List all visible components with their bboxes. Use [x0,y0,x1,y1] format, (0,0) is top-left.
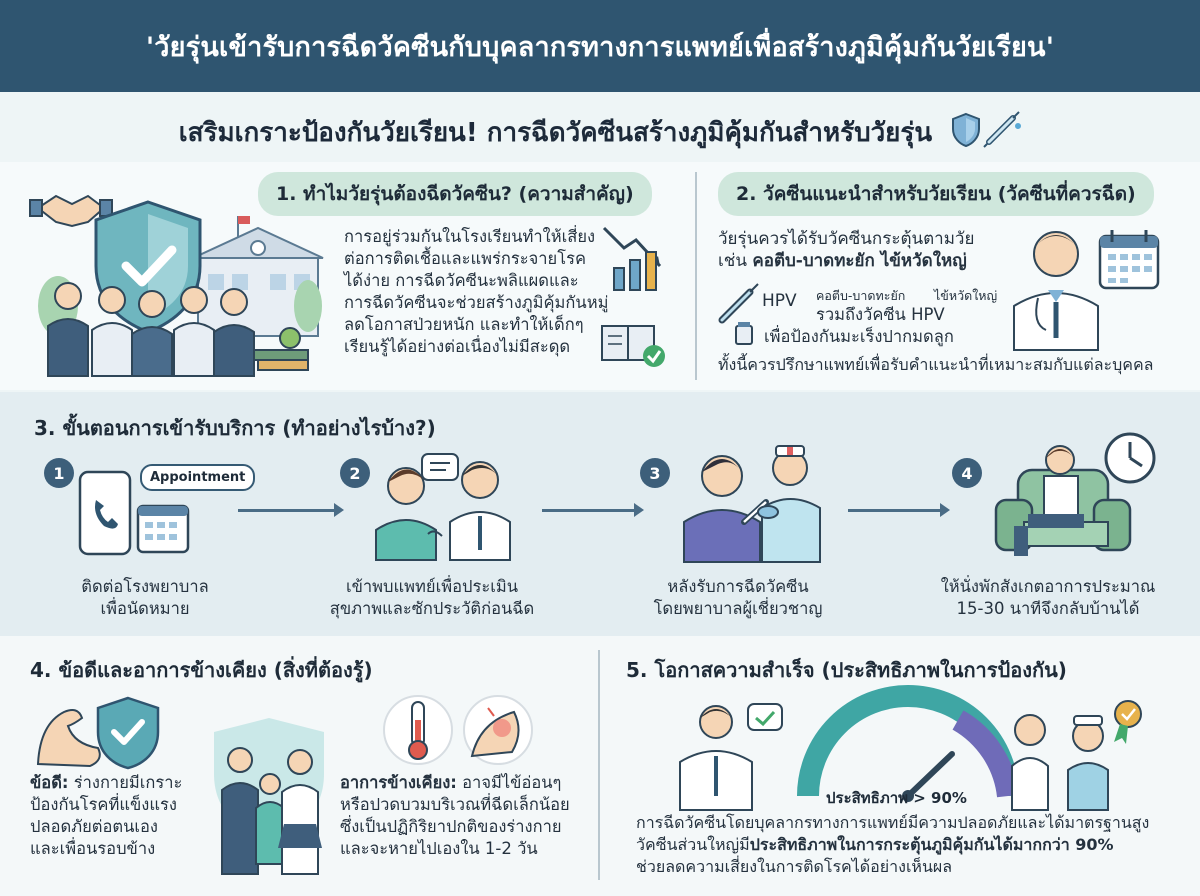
phone-icon [78,470,132,556]
divider [598,650,600,880]
handshake-icon [29,194,113,228]
side-effects-text: อาการข้างเคียง: อาจมีไข้อ่อนๆ หรือปวดบวม… [340,773,570,858]
section1-body: การอยู่ร่วมกันในโรงเรียนทำให้เสี่ยง ต่อก… [344,227,609,356]
clock-icon [1104,432,1156,484]
step-arrow [542,503,644,517]
step-arrow [238,503,344,517]
students-group [38,276,322,377]
muscle-icon [36,696,160,770]
armchair-icon [994,432,1156,556]
step3-badge: 3 [640,458,670,488]
hpv-line: รวมถึงวัคซีน HPV [816,305,945,324]
step2-badge: 2 [340,458,370,488]
doctor-icon [679,705,753,811]
pros-text: ข้อดี: ร่างกายมีเกราะ ป้องกันโรคที่แข็งแ… [30,773,183,858]
step1-badge: 1 [44,458,74,488]
students-school-illustration [29,194,324,377]
checkmark-icon [747,703,783,731]
book-check-icon [601,325,665,367]
gauge-icon [679,685,1142,811]
nurse-icon [683,445,821,563]
diphtheria-label: คอตีบ-บาดทะยัก [816,288,906,303]
section3-title: 3. ขั้นตอนการเข้ารับบริการ (ทำอย่างไรบ้า… [34,416,436,440]
shield-icon [952,111,1022,148]
section5-title: 5. โอกาสความสำเร็จ (ประสิทธิภาพในการป้อง… [626,658,1067,682]
section5-body: การฉีดวัคซีนโดยบุคลากรทางการแพทย์มีความป… [636,813,1150,876]
medal-icon [1114,700,1142,744]
step2-text: เข้าพบแพทย์เพื่อประเมิน สุขภาพและซักประว… [329,577,535,618]
step-arrow [848,503,950,517]
divider [695,172,697,380]
syringe-icon [983,111,1022,148]
advice-line: ทั้งนี้ควรปรึกษาแพทย์เพื่อรับคำแนะนำที่เ… [718,355,1154,374]
calendar-icon [1098,230,1160,290]
books-icon [253,327,309,371]
doctor-consultation-icon [375,453,511,561]
step4-text: ให้นั่งพักสังเกตอาการประมาณ 15-30 นาทีจึ… [940,577,1156,618]
shield-icon [96,696,160,770]
section2-title: 2. วัคซีนแนะนำสำหรับวัยเรียน (วัคซีนที่ค… [718,172,1154,216]
step3-text: หลังรับการฉีดวัคซีน โดยพยาบาลผู้เชี่ยวชา… [653,577,823,618]
chart-down-icon [601,226,665,367]
title-banner: 'วัยรุ่นเข้ารับการฉีดวัคซีนกับบุคลากรทาง… [0,0,1200,92]
main-heading: เสริมเกราะป้องกันวัยเรียน! การฉีดวัคซีนส… [0,111,1200,155]
flu-label: ไข้หวัดใหญ่ [934,288,998,303]
banner-title: 'วัยรุ่นเข้ารับการฉีดวัคซีนกับบุคลากรทาง… [145,31,1055,63]
hpv-label: HPV [762,291,797,311]
vaccine-vial-icon [735,322,753,345]
section4-title: 4. ข้อดีและอาการข้างเคียง (สิ่งที่ต้องรู… [30,658,373,682]
step4-badge: 4 [952,458,982,488]
step1-text: ติดต่อโรงพยาบาล เพื่อนัดหมาย [81,577,209,618]
syringe-icon [718,283,759,345]
section2-intro: วัยรุ่นควรได้รับวัคซีนกระตุ้นตามวัย เช่น… [718,229,975,271]
chat-icon [421,453,459,481]
main-heading-text: เสริมเกราะป้องกันวัยเรียน! การฉีดวัคซีนส… [178,118,933,148]
calendar-icon [136,504,190,554]
doctor-icon [1013,230,1160,351]
heading-icons [951,111,1022,155]
family-shield-illustration [214,718,324,875]
cancer-line: เพื่อป้องกันมะเร็งปากมดลูก [764,327,954,346]
gauge-label: ประสิทธิภาพ > 90% [826,789,967,807]
section1-title: 1. ทำไมวัยรุ่นต้องฉีดวัคซีน? (ความสำคัญ) [258,172,652,216]
sore-arm-icon [463,695,533,765]
thermometer-icon [383,695,533,765]
nurse-icon [1011,714,1109,811]
syringe-icon [741,499,769,525]
appointment-bubble: Appointment [140,464,256,491]
